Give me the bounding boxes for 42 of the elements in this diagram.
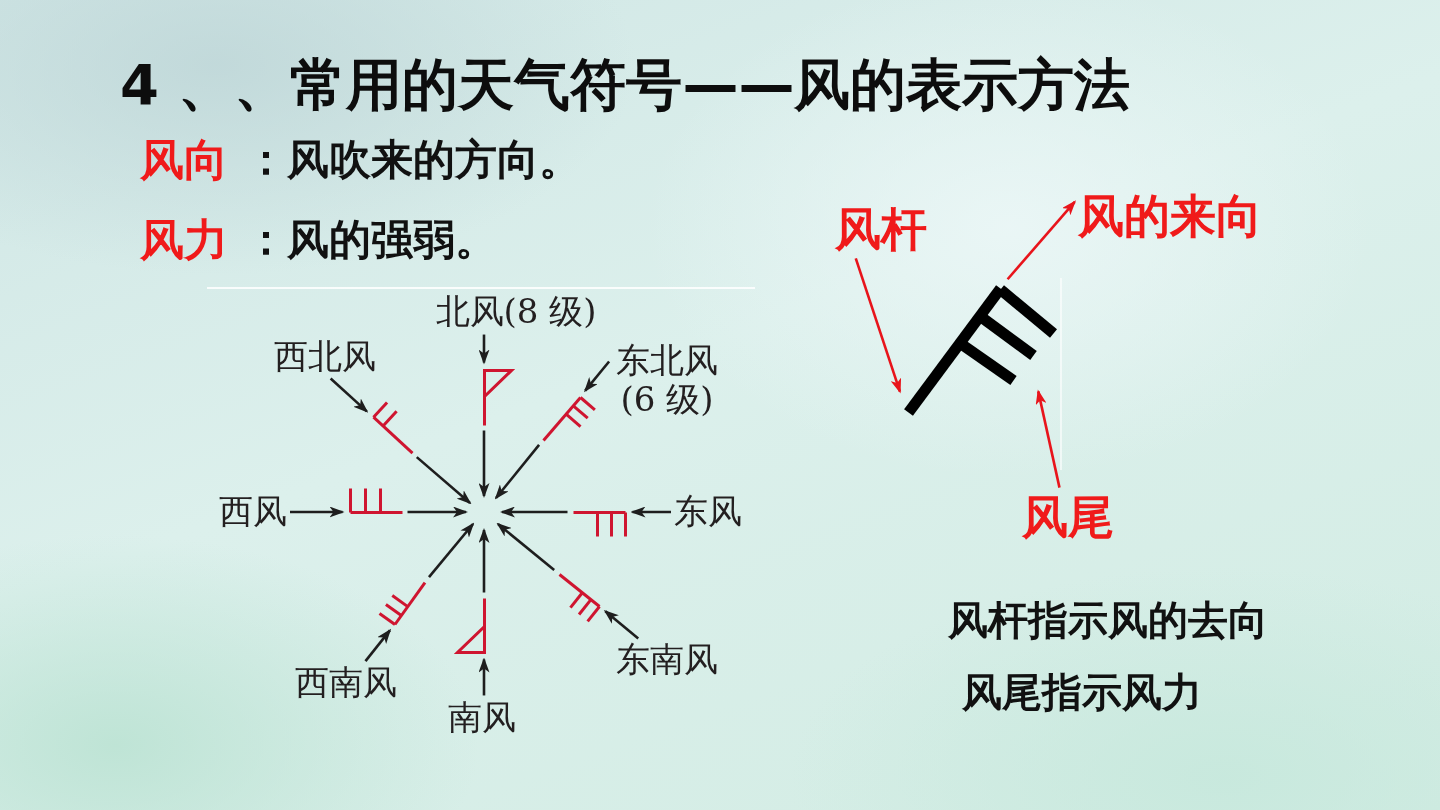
arrow: [478, 657, 490, 696]
definition-text: ：风吹来的方向。: [245, 135, 581, 185]
leader-arrow: [1035, 389, 1061, 488]
arrow: [478, 334, 490, 365]
direction-label: 东北风(6 级): [611, 340, 723, 420]
arrow: [1006, 200, 1077, 281]
direction-label: 西北风: [274, 337, 376, 377]
arrow: [415, 456, 472, 505]
wind-barb-symbol: [370, 399, 415, 456]
direction-label: 东南风: [616, 640, 718, 680]
leader-arrow: [854, 257, 902, 394]
arrow: [478, 430, 490, 498]
arrow: [364, 628, 392, 662]
direction-label: 南风: [448, 698, 516, 738]
arrow: [630, 506, 671, 518]
direction-label: 西南风: [295, 663, 397, 703]
callout-label: 风的来向: [1078, 189, 1262, 243]
slide-title: 4 、、常用的天气符号——风的表示方法: [120, 52, 1131, 118]
callout-label: 风尾: [1022, 490, 1114, 544]
arrow: [603, 610, 640, 640]
arrow: [500, 506, 568, 518]
arrow: [496, 522, 555, 572]
note-text: 风杆指示风的去向: [948, 597, 1268, 643]
arrow: [407, 506, 468, 518]
direction-label: 北风(8 级): [435, 292, 597, 332]
wind-barb-symbol: [377, 579, 428, 627]
callout-label: 风杆: [835, 202, 927, 256]
direction-label: 西风: [219, 492, 287, 532]
wind-barb-symbol: [481, 367, 514, 428]
arrow: [494, 444, 541, 500]
term-label: 风向: [140, 134, 228, 186]
arrow: [290, 506, 345, 518]
note-text: 风尾指示风力: [962, 669, 1202, 715]
term-label: 风力: [140, 214, 228, 266]
arrow: [329, 377, 369, 413]
arrow: [427, 522, 475, 578]
wind-barb-symbol: [540, 394, 597, 443]
direction-label: 东风: [674, 492, 742, 532]
arrow: [583, 360, 611, 393]
arrow: [478, 528, 490, 593]
definition-text: ：风的强弱。: [245, 215, 497, 265]
wind-barb-symbol: [556, 571, 602, 624]
